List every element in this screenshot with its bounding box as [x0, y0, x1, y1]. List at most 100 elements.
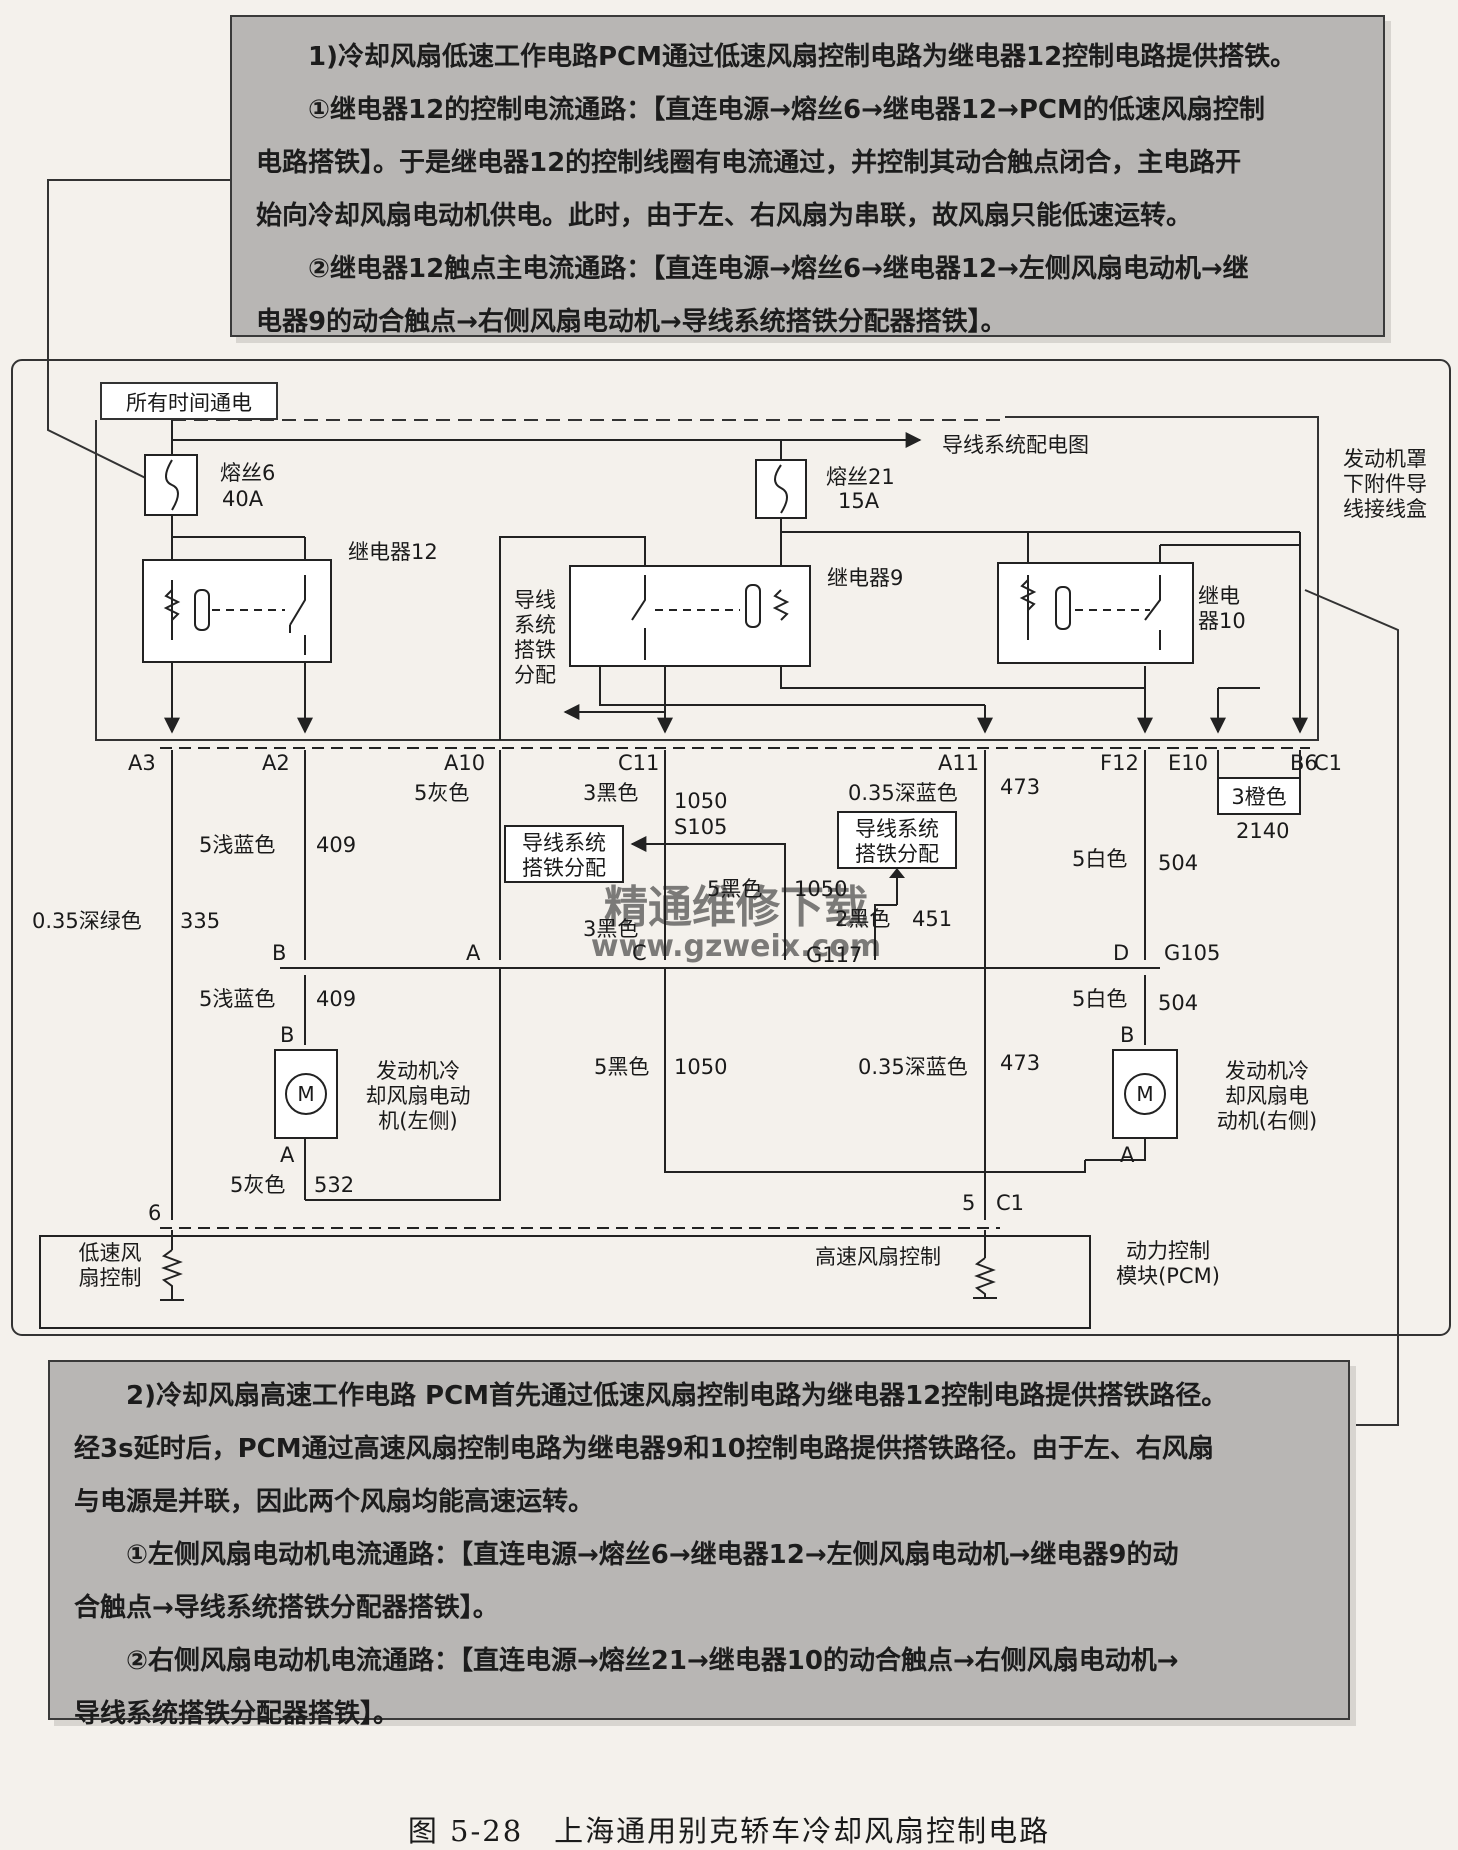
left-motor-b-color: 5浅蓝色 [199, 987, 275, 1011]
watermark-url: www.gzweix.com [591, 929, 881, 964]
right-motor-label-1: 发动机冷 [1225, 1059, 1309, 1083]
junction-box-label-3: 线接线盒 [1343, 497, 1427, 521]
splice-s105: S105 [674, 815, 727, 839]
note-low-para3-line2: 电器9的动合触点→右侧风扇电动机→导线系统搭铁分配器搭铁】。 [256, 307, 1007, 337]
right-motor-pin-a: A [1120, 1143, 1135, 1167]
junction-box-label-2: 下附件导 [1343, 472, 1427, 496]
wire-1050-color: 5黑色 [594, 1055, 649, 1079]
note-low-para1: 1)冷却风扇低速工作电路PCM通过低速风扇控制电路为继电器12控制电路提供搭铁。 [308, 42, 1297, 72]
right-motor-symbol: M [1136, 1082, 1153, 1106]
note-high-para1-line3: 与电源是并联，因此两个风扇均能高速运转。 [74, 1487, 595, 1517]
low-fan-resistor [160, 1249, 184, 1301]
relay12-contact [289, 575, 306, 655]
pcm-body [39, 1235, 1091, 1329]
gnd-box-2-a: 导线系统 [855, 817, 939, 841]
wire-b6-box [1217, 777, 1301, 815]
watermark-cn: 精通维修下载 [604, 882, 868, 933]
fuse21-body [755, 459, 807, 519]
note-low-para2-line2: 电路搭铁】。于是继电器12的控制线圈有电流通过，并控制其动合触点闭合，主电路开 [256, 148, 1242, 178]
fuse6-rating: 40A [222, 487, 264, 511]
relay9-contact [631, 575, 646, 660]
relay10-label-b: 器10 [1198, 609, 1246, 633]
pcm-pin-c1: C1 [996, 1191, 1024, 1215]
left-motor-a-color: 5灰色 [230, 1173, 285, 1197]
left-motor-a-num: 532 [314, 1173, 354, 1197]
callout-line-bottom [1304, 589, 1399, 1426]
g117-num: 1050 [794, 877, 847, 901]
conn-d: D [1113, 941, 1129, 965]
fuse21-rating: 15A [838, 489, 880, 513]
wire-c11-color: 3黑色 [583, 781, 638, 805]
wire-b6-color: 3橙色 [1231, 785, 1286, 809]
fuse6-element [165, 459, 179, 511]
pin-b6: B6 [1290, 751, 1318, 775]
pin-a11: A11 [938, 751, 979, 775]
pcm-pin5: 5 [962, 1191, 975, 1215]
left-motor-label-2: 却风扇电动 [366, 1084, 471, 1108]
wire-335-num: 335 [180, 909, 220, 933]
pcm-label-2: 模块(PCM) [1116, 1264, 1220, 1288]
note-low-para2-line3: 始向冷却风扇电动机供电。此时，由于左、右风扇为串联，故风扇只能低速运转。 [256, 201, 1193, 231]
relay12-coil [194, 589, 210, 631]
wire-b6-num: 2140 [1236, 819, 1289, 843]
low-fan-label-2: 扇控制 [79, 1266, 142, 1290]
right-motor-b-num: 504 [1158, 991, 1198, 1015]
wire-409-num: 409 [316, 833, 356, 857]
relay12-body [142, 559, 332, 663]
note-high-para2-line1: ①左侧风扇电动机电流通路：【直连电源→熔丝6→继电器12→左侧风扇电动机→继电器… [126, 1540, 1179, 1570]
g117-black5: 5黑色 [707, 877, 762, 901]
right-motor-pin-b: B [1120, 1023, 1134, 1047]
note-high-para3-line1: ②右侧风扇电动机电流通路：【直连电源→熔丝21→继电器10的动合触点→右侧风扇电… [126, 1646, 1179, 1676]
high-fan-resistor [973, 1257, 997, 1299]
wire-a10-color: 5灰色 [414, 781, 469, 805]
wire-335-color: 0.35深绿色 [32, 909, 142, 933]
junction-box-outline [95, 416, 1319, 741]
fuse21-element [774, 464, 788, 514]
pin-c1: C1 [1314, 751, 1342, 775]
ground-g105: G105 [1164, 941, 1220, 965]
right-motor-label-2: 却风扇电 [1225, 1084, 1309, 1108]
relay9-body [569, 565, 811, 667]
right-motor-icon [1124, 1073, 1166, 1115]
fuse21-name: 熔丝21 [826, 465, 895, 489]
relay12-label: 继电器12 [348, 540, 438, 564]
diagram-frame [11, 359, 1451, 1336]
pcm-pin6: 6 [148, 1201, 161, 1225]
low-fan-label-1: 低速风 [79, 1241, 142, 1265]
left-motor-label-1: 发动机冷 [376, 1059, 460, 1083]
figure-caption: 图 5-28 上海通用别克轿车冷却风扇控制电路 [407, 1814, 1051, 1848]
wire-473-color: 0.35深蓝色 [858, 1055, 968, 1079]
always-on-label: 所有时间通电 [126, 391, 252, 415]
right-motor-label-3: 动机(右侧) [1217, 1109, 1317, 1133]
wire-a11-num: 473 [1000, 775, 1040, 799]
gnd-box-1 [504, 825, 624, 883]
relay9-label: 继电器9 [827, 566, 903, 590]
high-fan-label: 高速风扇控制 [815, 1245, 941, 1269]
g117-black2: 2黑色 [835, 907, 890, 931]
relay12-coil-symbol [163, 589, 181, 621]
left-motor-icon [285, 1073, 327, 1115]
always-on-box [100, 382, 278, 420]
relay9-feed [499, 536, 646, 740]
gnd-dist-label-3: 搭铁 [514, 638, 556, 662]
relay9-coil [745, 584, 761, 628]
left-motor-b-num: 409 [316, 987, 356, 1011]
left-motor-a-wire [305, 968, 501, 1201]
note-low-speed: 1)冷却风扇低速工作电路PCM通过低速风扇控制电路为继电器12控制电路提供搭铁。… [230, 15, 1385, 337]
ground-g117: G117 [806, 943, 862, 967]
gnd-box-2 [837, 811, 957, 869]
note-low-para2-line1: ①继电器12的控制电流通路：【直连电源→熔丝6→继电器12→PCM的低速风扇控制 [308, 95, 1265, 125]
left-motor-pin-b: B [280, 1023, 294, 1047]
note-high-speed: 2)冷却风扇高速工作电路 PCM首先通过低速风扇控制电路为继电器12控制电路提供… [48, 1360, 1350, 1729]
wire-409-color: 5浅蓝色 [199, 833, 275, 857]
gnd-dist-label-1: 导线 [514, 588, 556, 612]
pin-c11: C11 [618, 751, 659, 775]
g117-num2: 451 [912, 907, 952, 931]
relay10-label-a: 继电 [1198, 584, 1240, 608]
note-high-para2-line2: 合触点→导线系统搭铁分配器搭铁】。 [74, 1593, 499, 1623]
gnd-box-1-b: 搭铁分配 [522, 856, 606, 880]
wire-1050-loop [664, 968, 1086, 1173]
note-low-para3-line1: ②继电器12触点主电流通路：【直连电源→熔丝6→继电器12→左侧风扇电动机→继 [308, 254, 1249, 284]
gnd-dist-label-4: 分配 [514, 663, 556, 687]
